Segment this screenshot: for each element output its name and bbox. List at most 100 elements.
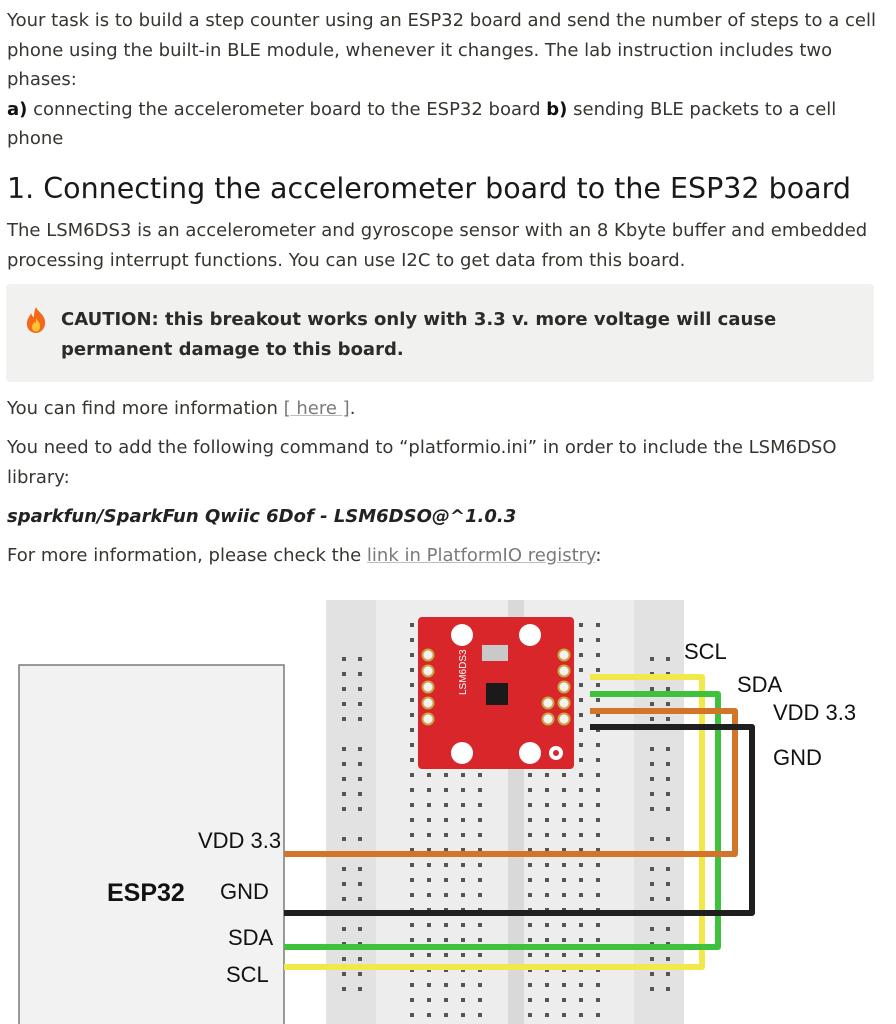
breadboard-hole — [579, 983, 583, 987]
breadboard-hole — [650, 762, 654, 766]
more-info-prefix: You can find more information — [7, 398, 284, 419]
breadboard-hole — [528, 818, 532, 822]
breadboard-hole — [579, 668, 583, 672]
breadboard-hole — [444, 923, 448, 927]
breadboard-hole — [478, 818, 482, 822]
breadboard-hole — [596, 878, 600, 882]
breadboard-hole — [410, 998, 414, 1002]
breadboard-hole — [545, 878, 549, 882]
breadboard-hole — [478, 1013, 482, 1017]
breadboard-hole — [410, 758, 414, 762]
breadboard-hole — [650, 897, 654, 901]
sensor-pin-pad — [541, 696, 555, 710]
breadboard-hole — [342, 807, 346, 811]
breadboard-hole — [427, 1013, 431, 1017]
breadboard-hole — [545, 923, 549, 927]
breadboard-hole — [410, 818, 414, 822]
breadboard-hole — [650, 987, 654, 991]
breadboard-hole — [342, 672, 346, 676]
breadboard-hole — [461, 863, 465, 867]
breadboard-hole — [596, 818, 600, 822]
breadboard-hole — [545, 803, 549, 807]
sensor-pin-pad — [541, 712, 555, 726]
wire-vdd — [284, 708, 738, 857]
sensor-pin-vdd-label: VDD 3.3 — [773, 700, 856, 725]
breadboard-hole — [342, 867, 346, 871]
esp-pin-scl: SCL — [226, 962, 269, 987]
breadboard-hole — [579, 638, 583, 642]
sensor-pin-pad — [557, 648, 571, 662]
breadboard-hole — [528, 953, 532, 957]
platformio-registry-link[interactable]: link in PlatformIO registry — [366, 545, 596, 566]
breadboard-hole — [410, 983, 414, 987]
breadboard-hole — [579, 773, 583, 777]
breadboard-hole — [427, 878, 431, 882]
breadboard-hole — [562, 788, 566, 792]
breadboard-hole — [579, 683, 583, 687]
esp-pin-gnd: GND — [220, 879, 269, 904]
breadboard-hole — [596, 668, 600, 672]
breadboard-hole — [427, 938, 431, 942]
breadboard-hole — [444, 788, 448, 792]
phase-a-text: connecting the accelerometer board to th… — [27, 98, 547, 120]
sensor-pin-pad — [421, 680, 435, 694]
breadboard-hole — [562, 983, 566, 987]
breadboard-hole — [410, 833, 414, 837]
breadboard-hole — [579, 893, 583, 897]
breadboard-hole — [545, 938, 549, 942]
breadboard-hole — [461, 938, 465, 942]
registry-prefix: For more information, please check the — [7, 545, 367, 566]
breadboard-hole — [358, 987, 362, 991]
breadboard-hole — [579, 653, 583, 657]
breadboard-hole — [650, 747, 654, 751]
breadboard-hole — [444, 893, 448, 897]
breadboard-hole — [528, 788, 532, 792]
breadboard-hole — [596, 653, 600, 657]
breadboard-hole — [461, 998, 465, 1002]
intro-paragraph: Your task is to build a step counter usi… — [7, 6, 877, 154]
breadboard-hole — [596, 998, 600, 1002]
breadboard-hole — [410, 698, 414, 702]
breadboard-hole — [666, 957, 670, 961]
breadboard-hole — [410, 728, 414, 732]
breadboard-hole — [650, 687, 654, 691]
breadboard-hole — [579, 698, 583, 702]
breadboard-hole — [562, 848, 566, 852]
breadboard-hole — [545, 1013, 549, 1017]
breadboard-hole — [666, 762, 670, 766]
breadboard-hole — [596, 803, 600, 807]
breadboard-hole — [579, 728, 583, 732]
breadboard-hole — [444, 998, 448, 1002]
breadboard-hole — [342, 837, 346, 841]
breadboard-hole — [666, 972, 670, 976]
breadboard-hole — [461, 788, 465, 792]
breadboard-hole — [427, 983, 431, 987]
sensor-pin-gnd-label: GND — [773, 745, 822, 770]
breadboard-hole — [342, 717, 346, 721]
registry-paragraph: For more information, please check the l… — [7, 541, 877, 571]
breadboard-hole — [342, 927, 346, 931]
breadboard-hole — [528, 893, 532, 897]
breadboard-hole — [342, 687, 346, 691]
breadboard-hole — [562, 1013, 566, 1017]
esp32-label: ESP32 — [107, 879, 185, 907]
library-name: sparkfun/SparkFun Qwiic 6Dof - LSM6DSO@^… — [7, 506, 517, 527]
breadboard-hole — [478, 773, 482, 777]
breadboard-hole — [427, 803, 431, 807]
breadboard-hole — [528, 878, 532, 882]
sensor-pin-pads — [421, 648, 571, 726]
breadboard-hole — [444, 773, 448, 777]
breadboard-hole — [579, 938, 583, 942]
breadboard-hole — [461, 1013, 465, 1017]
breadboard-hole — [545, 788, 549, 792]
breadboard-hole — [410, 938, 414, 942]
breadboard-hole — [427, 998, 431, 1002]
more-info-paragraph: You can find more information [ here ]. — [7, 394, 877, 424]
breadboard-hole — [342, 762, 346, 766]
breadboard-hole — [444, 878, 448, 882]
breadboard-hole — [427, 833, 431, 837]
section-description: The LSM6DS3 is an accelerometer and gyro… — [7, 220, 868, 271]
here-link[interactable]: [ here ] — [283, 398, 350, 419]
breadboard-hole — [358, 867, 362, 871]
breadboard-hole — [666, 777, 670, 781]
